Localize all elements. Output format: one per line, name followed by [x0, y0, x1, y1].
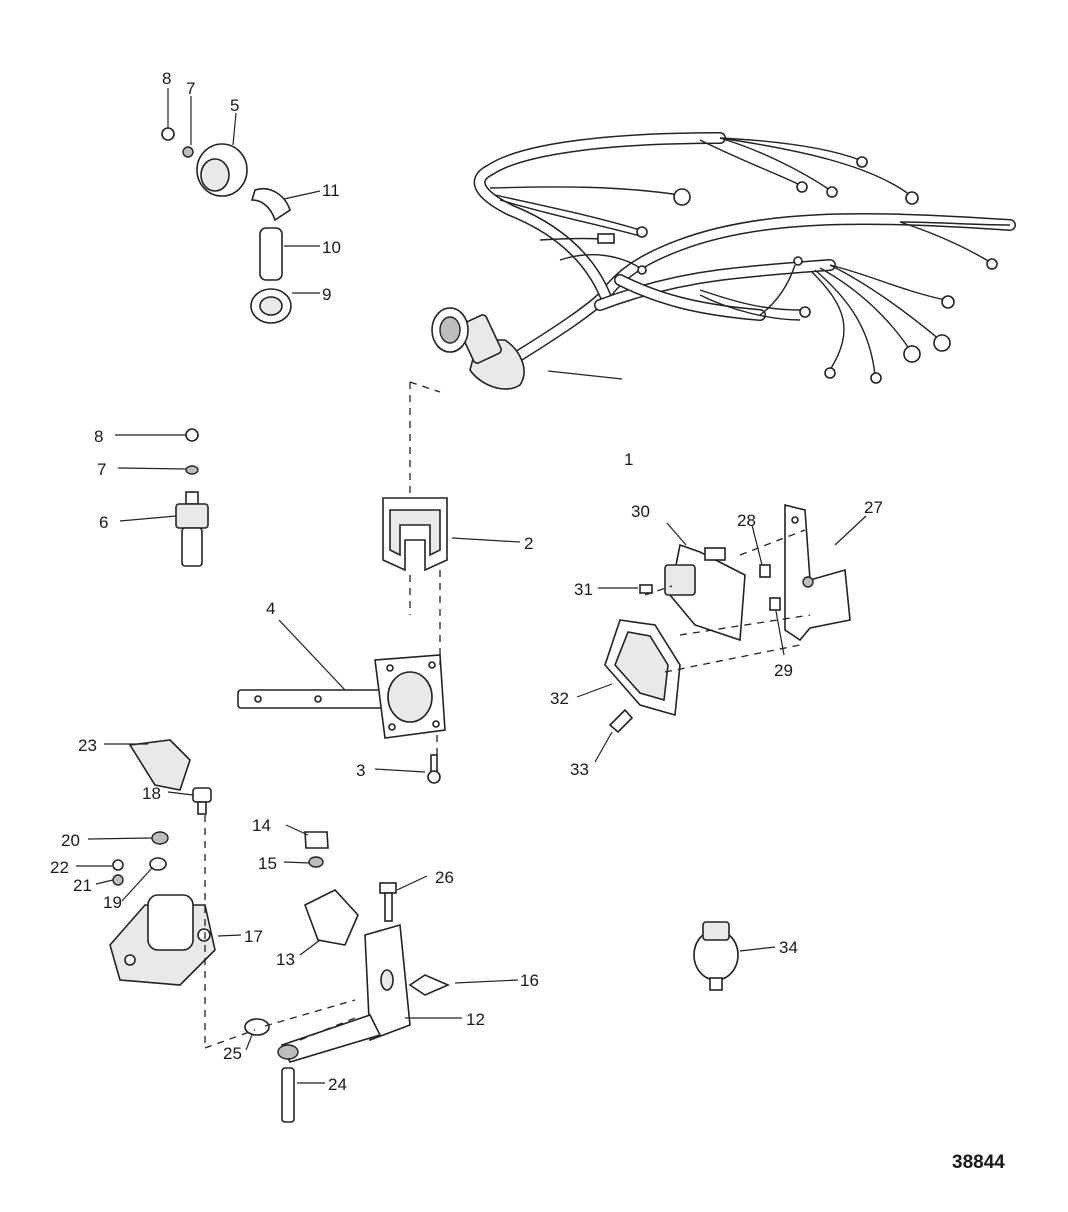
callout-22: 22	[50, 858, 69, 877]
callout-30: 30	[631, 502, 650, 521]
callout-15: 15	[258, 854, 277, 873]
bracket-27	[784, 503, 851, 642]
washer-19	[149, 857, 167, 871]
bolt-18-head	[192, 787, 212, 803]
washer-15	[308, 856, 324, 868]
callout-32: 32	[550, 689, 569, 708]
callout-10: 10	[322, 238, 341, 257]
callout-16: 16	[520, 971, 539, 990]
washer-7	[185, 465, 199, 475]
bolt-14-head	[304, 831, 329, 849]
callout-9: 9	[322, 285, 331, 304]
nut-25	[244, 1018, 270, 1036]
callout-8: 8	[94, 427, 103, 446]
callout-33: 33	[570, 760, 589, 779]
callout-labels: 1 2 3 4 5 6 7 7 8 8 9 10 11 12 13 14 15 …	[50, 69, 883, 1094]
leader-lines	[76, 88, 867, 1084]
callout-13: 13	[276, 950, 295, 969]
callout-23: 23	[78, 736, 97, 755]
nut-22	[112, 859, 124, 871]
callout-24: 24	[328, 1075, 347, 1094]
washer-21	[112, 874, 124, 886]
clamp-13	[304, 889, 359, 946]
drawing-number: 38844	[952, 1152, 1005, 1173]
sender-assembly	[161, 127, 292, 324]
screw-31	[639, 584, 653, 594]
callout-7: 7	[97, 460, 106, 479]
callout-7-top: 7	[186, 79, 195, 98]
stud-24	[281, 1067, 295, 1123]
nut-8-top	[161, 127, 175, 141]
screw-28	[759, 564, 771, 578]
callout-14: 14	[252, 816, 271, 835]
callout-25: 25	[223, 1044, 242, 1063]
solenoid-bracket-group	[244, 831, 451, 1123]
callout-5: 5	[230, 96, 239, 115]
nut-8	[185, 428, 199, 442]
solenoid-group	[109, 739, 216, 986]
switch-6	[175, 503, 209, 529]
mounting-bracket	[237, 654, 446, 739]
callout-17: 17	[244, 927, 263, 946]
callout-3: 3	[356, 761, 365, 780]
callout-2: 2	[524, 534, 533, 553]
connector-bracket	[382, 497, 448, 572]
callout-11: 11	[322, 181, 340, 200]
sensor-34	[693, 921, 739, 991]
bolt-26-head	[379, 882, 397, 894]
switch-assembly	[175, 428, 209, 567]
callout-27: 27	[864, 498, 883, 517]
terminal-cover-23	[128, 739, 191, 791]
callout-26: 26	[435, 868, 454, 887]
screw-29	[769, 597, 781, 611]
callout-18: 18	[142, 784, 161, 803]
nipple-10	[259, 227, 283, 281]
callout-34: 34	[779, 938, 798, 957]
callout-20: 20	[61, 831, 80, 850]
switch-6-stud	[185, 491, 199, 505]
elbow-11	[250, 188, 291, 222]
screw-3	[427, 754, 441, 784]
callout-31: 31	[574, 580, 593, 599]
callout-12: 12	[466, 1010, 485, 1029]
callout-19: 19	[103, 893, 122, 912]
callout-4: 4	[266, 599, 275, 618]
wiring-harness	[431, 132, 1016, 390]
callout-1: 1	[624, 450, 633, 469]
ignition-module-group	[604, 503, 851, 734]
screw-16	[408, 974, 451, 996]
nut-20	[151, 831, 169, 845]
screw-33	[608, 708, 634, 734]
callout-21: 21	[73, 876, 92, 895]
washer-7-top	[182, 146, 194, 158]
callout-8-top: 8	[162, 69, 171, 88]
callout-29: 29	[774, 661, 793, 680]
assembly-lines	[204, 381, 811, 1049]
callout-28: 28	[737, 511, 756, 530]
callout-6: 6	[99, 513, 108, 532]
